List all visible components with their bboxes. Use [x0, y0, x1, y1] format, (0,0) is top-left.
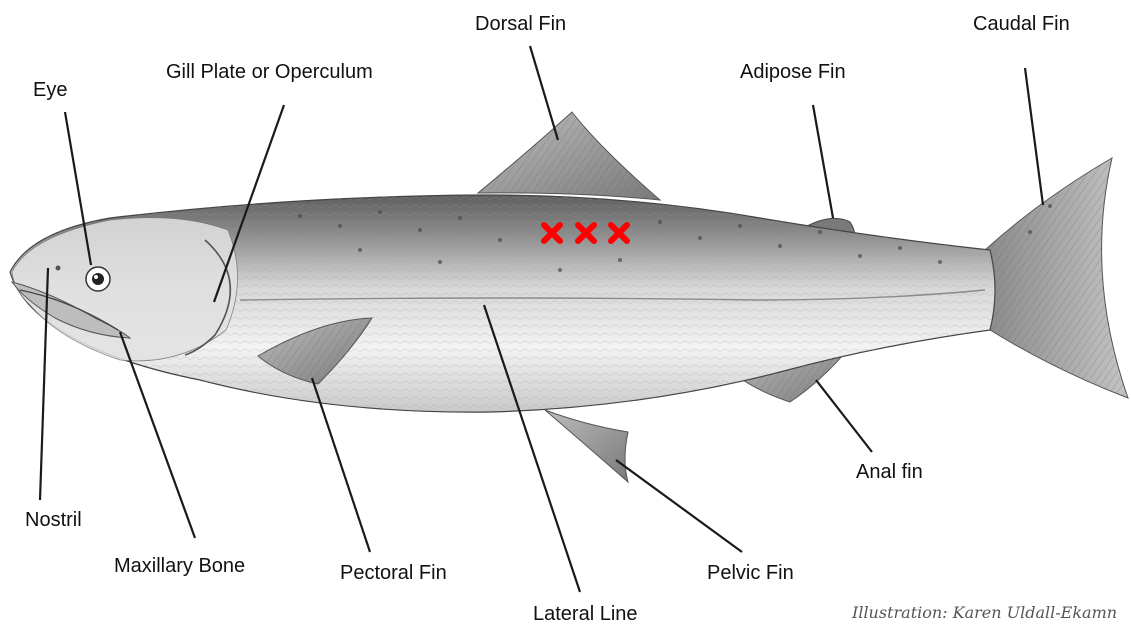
leader-pelvic-fin: [616, 460, 742, 552]
leader-adipose-fin: [813, 105, 833, 218]
leader-dorsal-fin: [530, 46, 558, 140]
label-eye: Eye: [33, 80, 67, 100]
label-dorsal-fin: Dorsal Fin: [475, 14, 566, 34]
label-nostril: Nostril: [25, 510, 82, 530]
label-lateral-line: Lateral Line: [533, 604, 638, 624]
nostril-mark: [56, 266, 61, 271]
label-caudal-fin: Caudal Fin: [973, 14, 1070, 34]
label-anal-fin: Anal fin: [856, 462, 923, 482]
illustration-credit: Illustration: Karen Uldall-Ekamn: [852, 605, 1117, 621]
label-maxillary-bone: Maxillary Bone: [114, 556, 245, 576]
pelvic-fin-shape: [545, 410, 628, 482]
leader-caudal-fin: [1025, 68, 1043, 205]
fish-eye: [86, 267, 110, 291]
label-adipose-fin: Adipose Fin: [740, 62, 846, 82]
label-gill-plate: Gill Plate or Operculum: [166, 62, 373, 82]
label-pectoral-fin: Pectoral Fin: [340, 563, 447, 583]
leader-anal-fin: [816, 380, 872, 452]
label-pelvic-fin: Pelvic Fin: [707, 563, 794, 583]
